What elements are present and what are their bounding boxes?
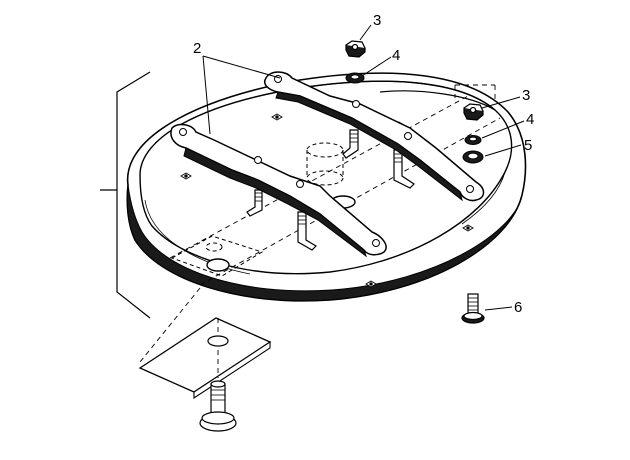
lower-pin — [199, 380, 237, 432]
washer-top — [345, 72, 365, 84]
washer-right — [464, 135, 482, 145]
center-hub — [306, 142, 344, 186]
strap-hole — [466, 185, 474, 193]
strap-bar-rear — [264, 71, 485, 202]
callout-screw-bottom: 6 — [514, 299, 522, 316]
strap-hole — [296, 180, 304, 188]
callout-nut-right: 3 — [522, 87, 530, 104]
strap-hole — [179, 128, 187, 136]
spacer-right — [462, 150, 484, 164]
callout-washer-top: 4 — [392, 47, 400, 64]
lower-mount-plate — [138, 287, 272, 400]
leader-lines — [202, 24, 525, 311]
callout-strap-bars: 2 — [193, 40, 201, 57]
strap-hole — [254, 156, 262, 164]
screw-right — [461, 293, 485, 324]
strap-hole — [372, 239, 380, 247]
nut-top — [345, 40, 366, 58]
strap-bar-front — [170, 123, 387, 258]
base-plate — [126, 72, 527, 302]
callout-spacer-right: 5 — [524, 137, 532, 154]
assembly-bracket — [100, 71, 151, 319]
strap-hole — [352, 100, 360, 108]
strap-hole — [404, 132, 412, 140]
slot-hole — [206, 258, 230, 272]
callout-washer-right: 4 — [526, 111, 534, 128]
slot-block — [170, 235, 264, 277]
nut-right — [463, 103, 484, 121]
callout-nut-top: 3 — [373, 12, 381, 29]
